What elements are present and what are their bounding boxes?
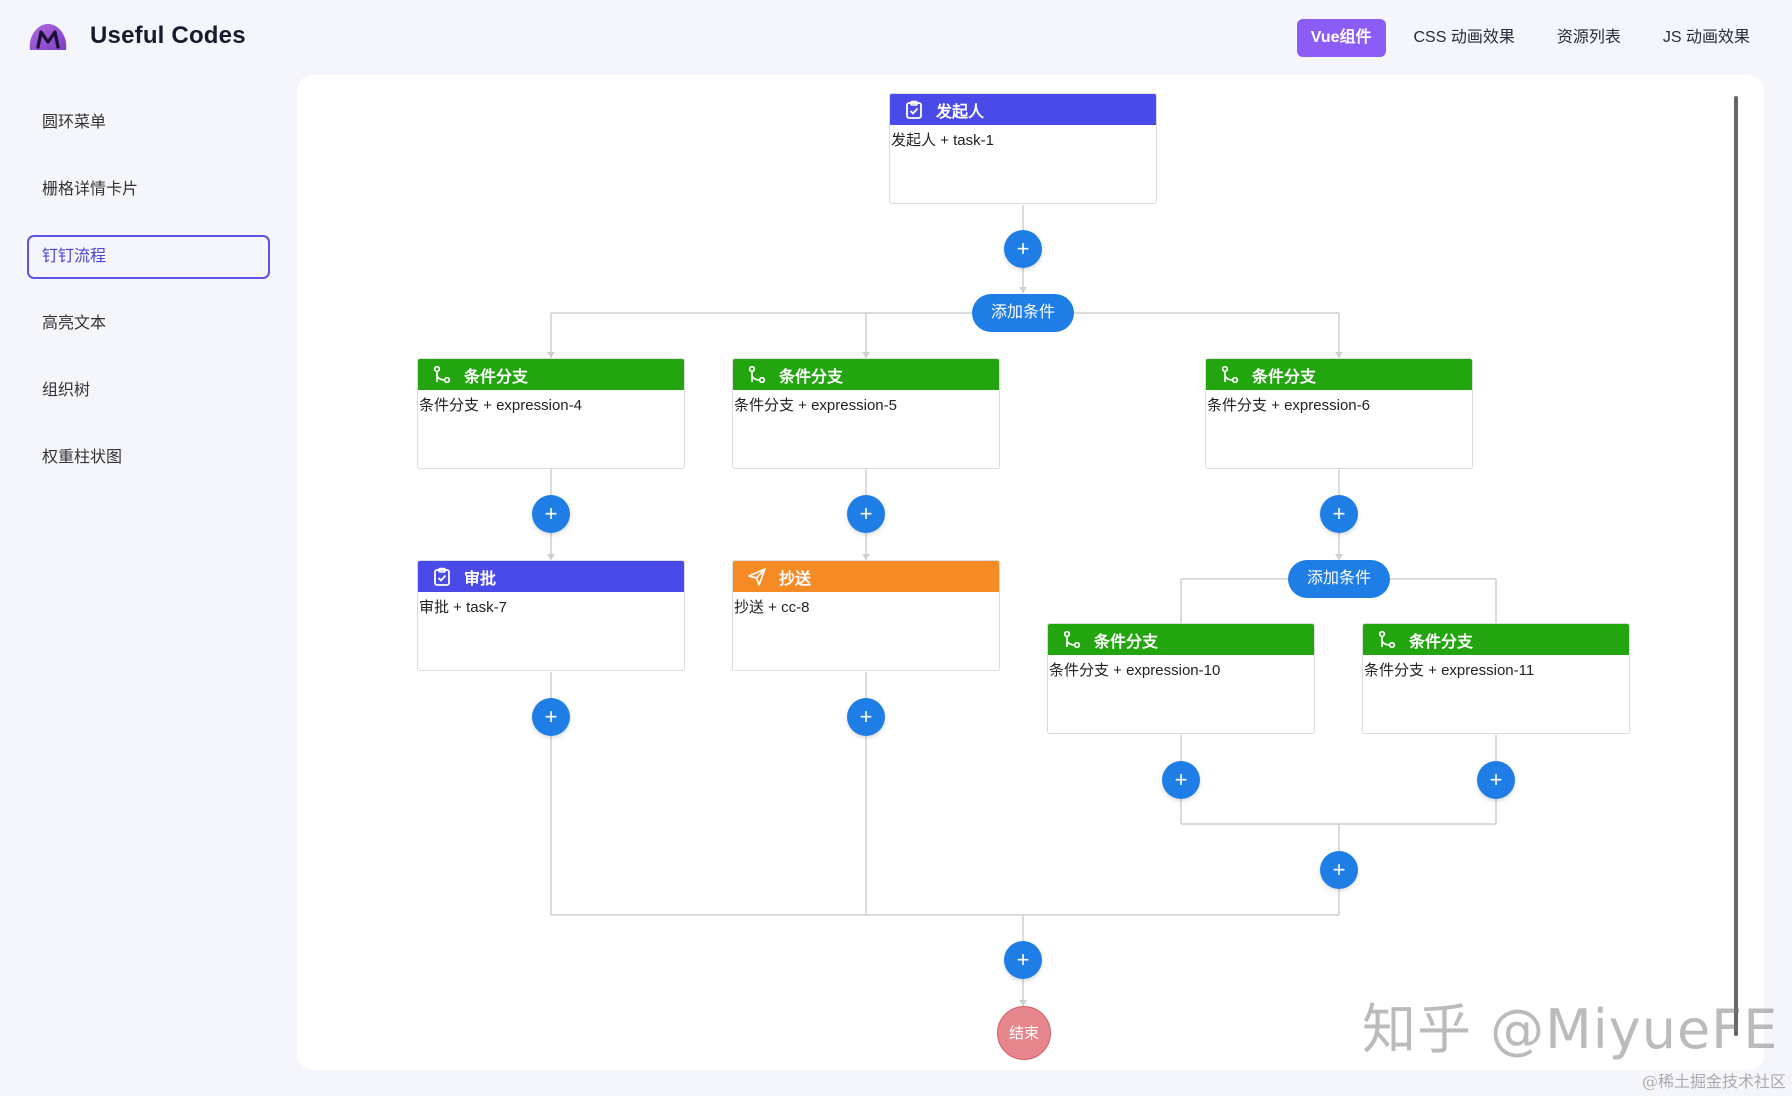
sidebar-item-dingtalk-flow[interactable]: 钉钉流程 [27,235,270,279]
node-header: 抄送 [733,561,999,592]
add-node-button[interactable]: + [532,698,570,736]
add-node-button[interactable]: + [847,698,885,736]
node-title: 条件分支 [779,368,844,386]
clipboard-check-icon [434,567,450,586]
flow-node-branch-4[interactable]: 条件分支 条件分支 + expression-4 [417,358,685,469]
add-condition-button[interactable]: 添加条件 [972,294,1074,332]
branch-icon [1221,365,1239,383]
watermark: 知乎 @MiyueFE [1362,998,1779,1061]
sidebar-item-weight-bar[interactable]: 权重柱状图 [42,449,123,466]
sidebar-item-highlight-text[interactable]: 高亮文本 [42,315,107,332]
watermark-sub: @稀土掘金技术社区 [1641,1072,1786,1091]
flow-end-node: 结束 [997,1006,1051,1060]
node-body: 条件分支 + expression-10 [1049,662,1221,679]
clipboard-check-icon [906,100,922,119]
branch-icon [433,365,451,383]
node-header: 审批 [418,561,684,592]
node-body: 条件分支 + expression-6 [1207,397,1370,414]
flow-node-branch-11[interactable]: 条件分支 条件分支 + expression-11 [1362,623,1630,734]
flow-node-branch-10[interactable]: 条件分支 条件分支 + expression-10 [1047,623,1315,734]
nav-resources[interactable]: 资源列表 [1556,29,1621,46]
node-header: 条件分支 [418,359,684,390]
node-title: 抄送 [779,570,812,588]
nav-css-animations[interactable]: CSS 动画效果 [1413,29,1515,46]
node-body: 抄送 + cc-8 [734,599,810,616]
add-node-button[interactable]: + [1320,851,1358,889]
top-nav: Vue组件 CSS 动画效果 资源列表 JS 动画效果 [1296,19,1764,57]
node-header: 发起人 [890,94,1156,125]
sidebar-item-ring-menu[interactable]: 圆环菜单 [42,114,107,131]
add-node-button[interactable]: + [532,495,570,533]
add-node-button[interactable]: + [1004,941,1042,979]
nav-vue-components[interactable]: Vue组件 [1296,19,1386,57]
add-node-button[interactable]: + [1162,761,1200,799]
node-body: 条件分支 + expression-11 [1364,662,1535,679]
add-node-button[interactable]: + [1320,495,1358,533]
node-body: 发起人 + task-1 [891,132,994,149]
node-title: 条件分支 [1252,368,1317,386]
branch-icon [1378,630,1396,648]
send-icon [748,567,766,586]
node-title: 发起人 [936,103,985,121]
add-node-button[interactable]: + [847,495,885,533]
node-body: 条件分支 + expression-5 [734,397,897,414]
node-title: 条件分支 [1409,633,1474,651]
node-header: 条件分支 [1048,624,1314,655]
nav-js-animations[interactable]: JS 动画效果 [1662,29,1750,46]
node-title: 审批 [464,570,497,588]
node-title: 条件分支 [1094,633,1159,651]
sidebar-item-org-tree[interactable]: 组织树 [42,382,91,399]
add-node-button[interactable]: + [1004,230,1042,268]
flow-node-approve-7[interactable]: 审批 审批 + task-7 [417,560,685,671]
top-bar: Useful Codes Vue组件 CSS 动画效果 资源列表 JS 动画效果 [0,0,1792,76]
m-logo-icon[interactable] [26,20,70,56]
app-title: Useful Codes [90,22,246,49]
flow-node-branch-5[interactable]: 条件分支 条件分支 + expression-5 [732,358,1000,469]
node-title: 条件分支 [464,368,529,386]
vertical-scrollbar[interactable] [1734,96,1738,1036]
branch-icon [1063,630,1081,648]
node-body: 审批 + task-7 [419,599,507,616]
node-header: 条件分支 [1206,359,1472,390]
flow-node-branch-6[interactable]: 条件分支 条件分支 + expression-6 [1205,358,1473,469]
add-condition-button[interactable]: 添加条件 [1288,560,1390,598]
node-header: 条件分支 [1363,624,1629,655]
flow-node-initiator[interactable]: 发起人 发起人 + task-1 [889,93,1157,204]
node-header: 条件分支 [733,359,999,390]
sidebar-item-grid-card[interactable]: 栅格详情卡片 [42,181,139,198]
add-node-button[interactable]: + [1477,761,1515,799]
branch-icon [748,365,766,383]
node-body: 条件分支 + expression-4 [419,397,582,414]
flow-node-cc-8[interactable]: 抄送 抄送 + cc-8 [732,560,1000,671]
